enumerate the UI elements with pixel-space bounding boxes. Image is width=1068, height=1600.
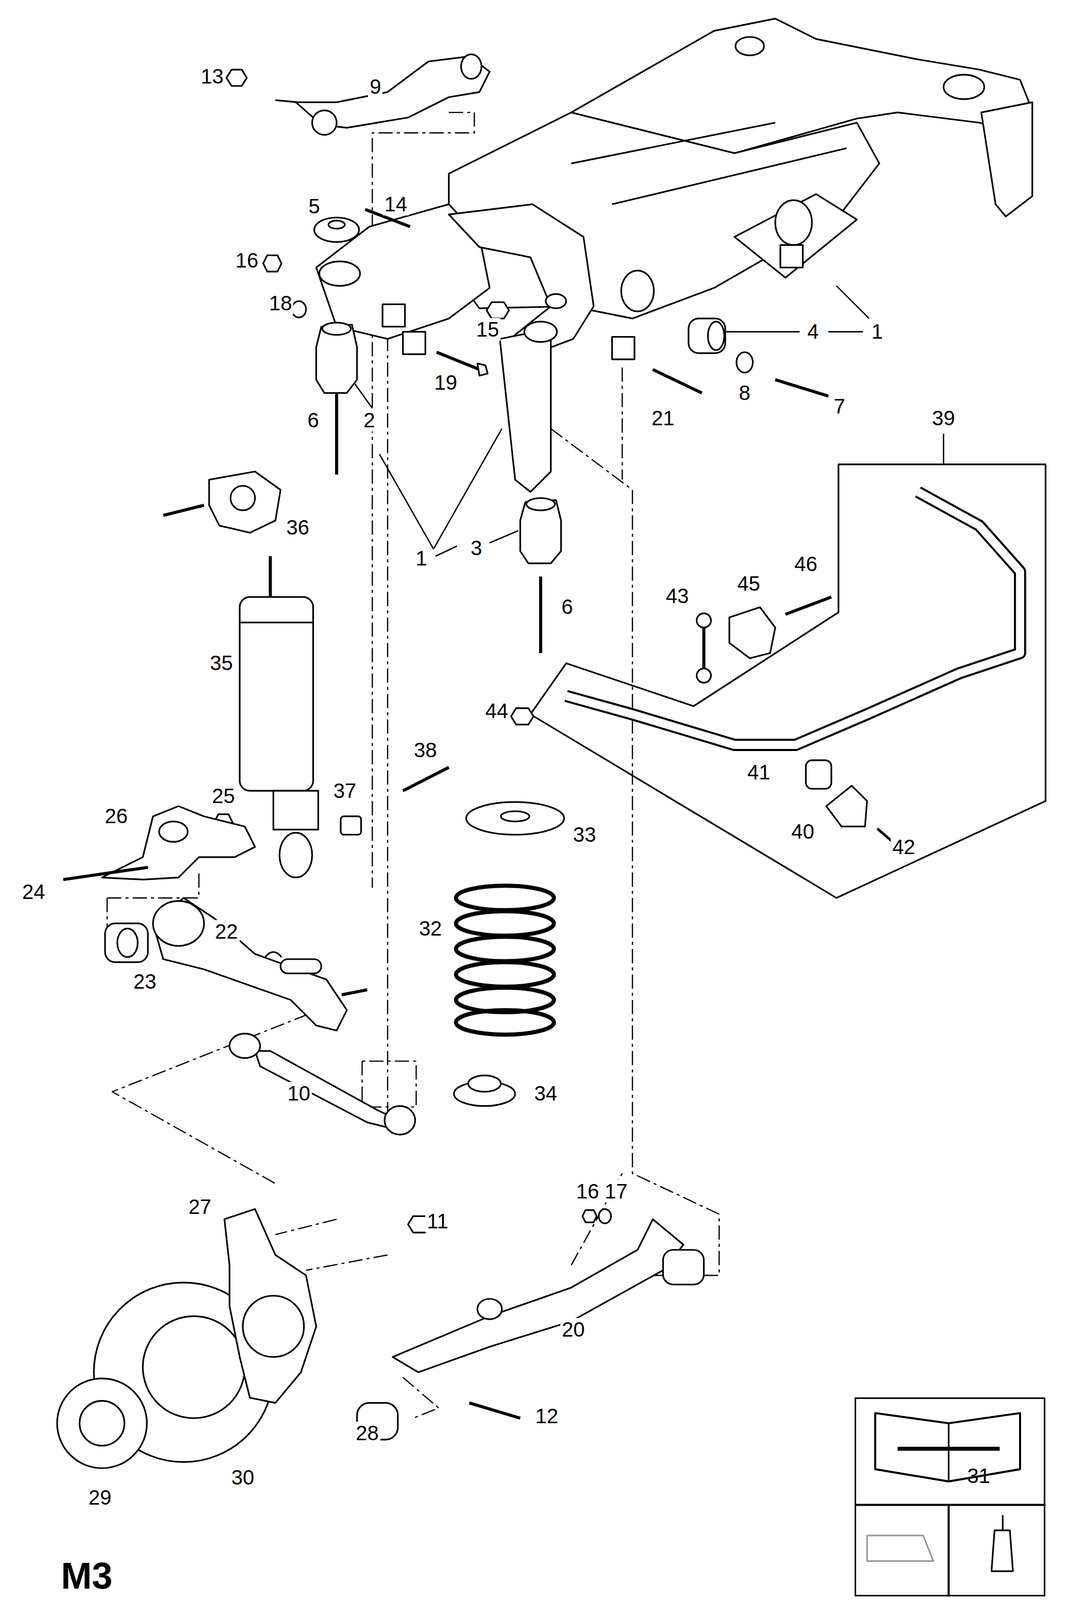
callout-number: 10 [286, 1081, 313, 1105]
callout-number: 25 [210, 784, 237, 808]
figure-code: M3 [59, 1555, 114, 1597]
callout-number: 45 [735, 572, 762, 595]
callout-number: 21 [649, 406, 677, 430]
callout-number: 16 [234, 248, 261, 272]
callout-number: 23 [131, 970, 159, 993]
callout-number: 33 [571, 823, 598, 846]
callout-number: 6 [305, 408, 321, 432]
callout-number: 1 [413, 546, 429, 570]
callout-number: 39 [930, 406, 957, 430]
icon-panel: 31 [854, 1397, 1046, 1597]
callout-number: 43 [664, 584, 691, 608]
callout-number: 20 [560, 1317, 587, 1341]
callout-number: 30 [229, 1465, 257, 1489]
callout-number: 42 [890, 835, 917, 859]
callout-number: 16 [574, 1179, 602, 1203]
callout-number: 34 [532, 1081, 560, 1105]
callout-number: 2 [361, 408, 377, 432]
callout-number: 14 [382, 192, 410, 216]
callout-number: 38 [412, 738, 439, 762]
callout-number: 15 [474, 318, 502, 341]
callout-number: 19 [432, 371, 460, 394]
callout-number: 44 [484, 699, 511, 723]
callout-number: 36 [285, 515, 312, 539]
callout-number: 5 [306, 194, 322, 218]
callout-number: 13 [198, 64, 226, 88]
callout-number: 29 [87, 1486, 114, 1509]
callout-number: 46 [792, 552, 820, 576]
callout-number: 41 [745, 760, 773, 784]
callout-number: 1 [870, 320, 885, 343]
callout-number: 12 [533, 1404, 560, 1428]
callout-number: 24 [20, 880, 47, 904]
callout-number: 17 [603, 1179, 630, 1203]
callout-number: 31 [967, 1464, 991, 1488]
callout-number: 35 [208, 651, 235, 675]
callout-number: 8 [737, 381, 753, 405]
callout-number: 27 [187, 1195, 214, 1218]
callout-number: 18 [267, 291, 294, 315]
callout-number: 26 [103, 804, 130, 828]
callout-number: 32 [417, 916, 444, 940]
callout-number: 9 [368, 75, 383, 98]
callout-number: 3 [469, 536, 484, 560]
callout-number: 7 [832, 394, 847, 418]
callout-number: 37 [331, 779, 359, 803]
callout-number: 6 [559, 595, 575, 619]
callout-number: 4 [805, 320, 821, 343]
callout-number: 22 [213, 920, 240, 943]
callout-number: 40 [789, 820, 816, 843]
callout-number: 11 [425, 1209, 450, 1233]
callout-number: 28 [354, 1421, 381, 1445]
